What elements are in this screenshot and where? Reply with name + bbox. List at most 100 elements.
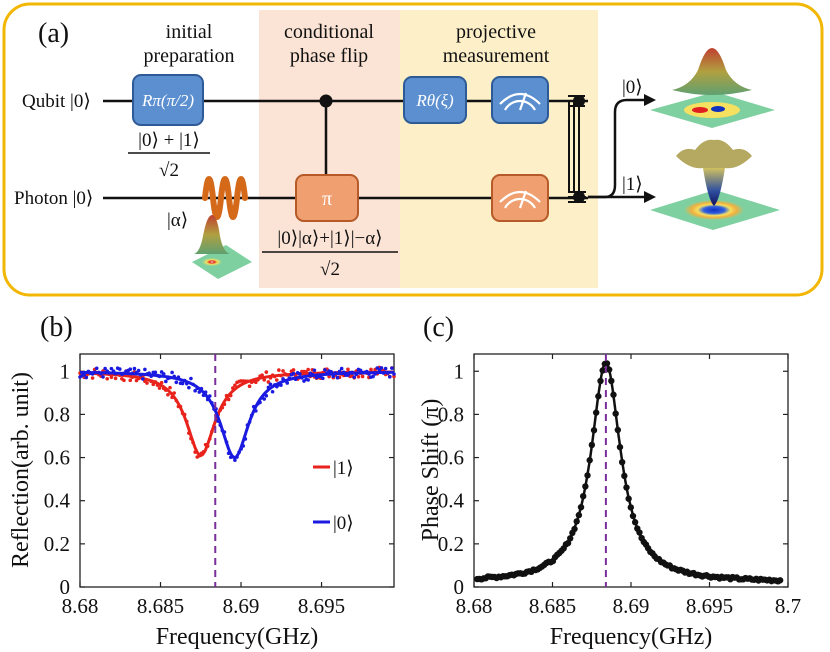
legend-b-label-0: |0⟩ (333, 513, 354, 534)
branch-0-arrow (644, 94, 656, 106)
wigner-out-1-image (650, 139, 780, 230)
data-point (117, 367, 122, 371)
data-point (262, 397, 267, 401)
band-conditional (259, 10, 400, 288)
y-tick-label: 0.6 (44, 446, 70, 470)
data-point (605, 366, 613, 373)
data-point (567, 535, 574, 542)
data-point (233, 458, 237, 463)
data-point (113, 376, 118, 381)
data-point (356, 374, 361, 379)
meas-dot-photon (573, 191, 585, 203)
data-point (623, 484, 630, 491)
panel-a-label: (a) (38, 18, 69, 49)
data-point (277, 368, 281, 372)
data-point (390, 366, 394, 370)
data-point (270, 389, 275, 394)
measure-photon (491, 174, 549, 222)
plot-c-ylabel: Phase Shift (π) (418, 399, 444, 542)
plot-b-xlabel: Frequency(GHz) (156, 624, 319, 650)
y-tick-label: 0.8 (438, 402, 464, 426)
control-dot (319, 94, 333, 108)
data-point (143, 367, 147, 372)
data-point (132, 366, 137, 371)
data-point (579, 492, 587, 500)
panel-c-label: (c) (423, 312, 454, 343)
data-point (105, 376, 110, 381)
plot-c-xlabel: Frequency(GHz) (550, 624, 713, 650)
data-point (575, 511, 583, 519)
data-point (614, 426, 622, 434)
x-tick-label: 8.685 (137, 594, 184, 618)
data-point (582, 483, 589, 490)
data-point (616, 443, 624, 451)
data-point (233, 383, 237, 388)
section-conditional-line2: phase flip (290, 45, 368, 67)
plot-b-ylabel: Reflection(arb. unit) (8, 372, 34, 568)
cat-state-num: |0⟩|α⟩+|1⟩|−α⟩ (277, 228, 382, 249)
x-tick-label: 8.695 (686, 594, 733, 618)
panel-b-label: (b) (40, 312, 73, 343)
x-tick-label: 8.69 (613, 594, 650, 618)
data-point (168, 385, 172, 390)
data-point (577, 503, 585, 511)
data-point (631, 519, 639, 526)
data-point (274, 378, 279, 382)
x-tick-label: 8.685 (529, 594, 576, 618)
out-1-label: |1⟩ (622, 174, 643, 195)
data-point (187, 385, 191, 390)
superposition-num: |0⟩ + |1⟩ (138, 130, 200, 151)
gate-pi: π (295, 174, 359, 222)
data-point (122, 378, 126, 383)
section-projective-line2: measurement (443, 45, 550, 67)
data-point (141, 377, 145, 381)
gate-rtheta: Rθ(ξ) (403, 76, 467, 124)
gate-rtheta-label: Rθ(ξ) (415, 91, 454, 110)
x-tick-label: 8.7 (775, 594, 801, 618)
x-tick-label: 8.695 (298, 594, 345, 618)
branch-1-arrow (644, 191, 656, 203)
data-point (388, 375, 392, 379)
data-point (588, 441, 596, 449)
data-point (360, 374, 365, 379)
plot-b-frame (79, 353, 395, 588)
panel-a: (a) initial preparation conditional phas… (2, 2, 824, 297)
series-fit-line (79, 370, 394, 457)
data-point (306, 378, 310, 382)
data-point (584, 472, 591, 479)
data-point (610, 391, 617, 398)
data-point (595, 393, 602, 400)
data-point (174, 380, 179, 385)
data-point (383, 366, 388, 371)
data-point (128, 378, 133, 383)
data-point (264, 370, 269, 374)
coherent-label: |α⟩ (167, 210, 188, 231)
measure-qubit (491, 76, 549, 124)
y-tick-label: 0.4 (44, 489, 71, 513)
photon-label: Photon |0⟩ (14, 188, 93, 209)
data-point (597, 377, 604, 385)
data-point (312, 368, 317, 373)
data-point (145, 381, 149, 385)
data-point (94, 366, 99, 371)
data-point (254, 380, 258, 385)
x-tick-label: 8.68 (62, 594, 99, 618)
plot-c-frame (473, 353, 789, 588)
y-tick-label: 0.6 (438, 446, 464, 470)
x-tick-label: 8.68 (456, 594, 493, 618)
data-point (612, 410, 619, 417)
y-tick-label: 0.4 (438, 489, 465, 513)
data-point (323, 368, 327, 372)
data-point (621, 472, 628, 480)
legend-b-label-1: |1⟩ (333, 458, 354, 479)
data-point (151, 382, 156, 387)
data-point (618, 458, 626, 466)
data-point (321, 376, 325, 381)
data-point (564, 539, 572, 547)
gate-rpi-label: Rπ(π/2) (141, 91, 194, 110)
data-point (109, 366, 114, 371)
data-point (193, 388, 197, 393)
